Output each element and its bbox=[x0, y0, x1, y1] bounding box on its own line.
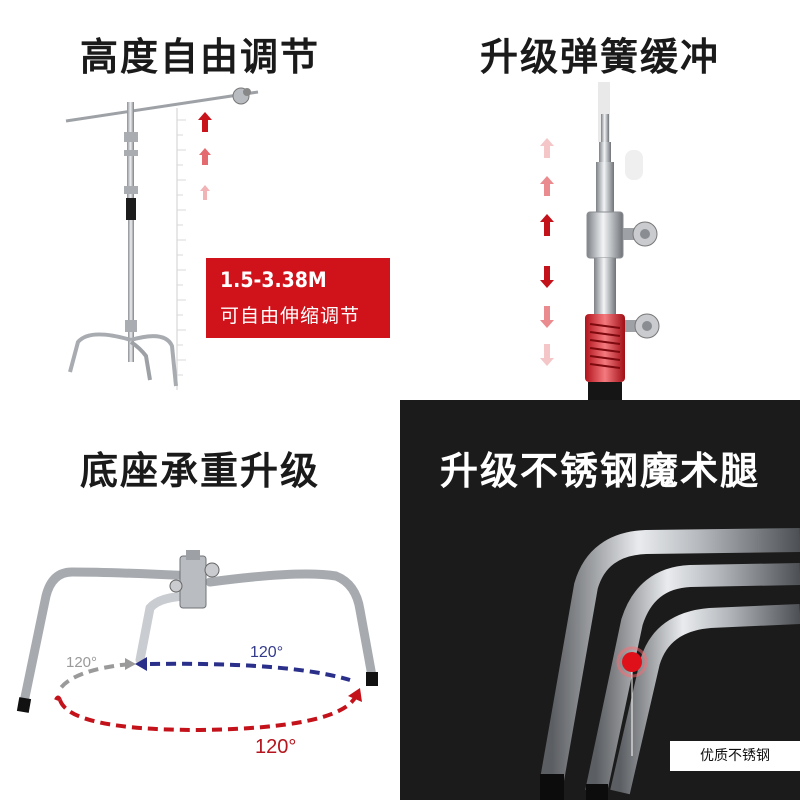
panel-stainless-legs: 升级不锈钢魔术腿 优质不锈钢 bbox=[400, 400, 800, 800]
material-label: 优质不锈钢 bbox=[670, 741, 800, 771]
panel-title: 高度自由调节 bbox=[79, 35, 320, 79]
turtle-base-illustration bbox=[16, 550, 378, 733]
panel-title: 底座承重升级 bbox=[79, 449, 320, 493]
panel-title: 升级弹簧缓冲 bbox=[479, 35, 720, 79]
height-description: 可自由伸缩调节 bbox=[220, 305, 361, 327]
up-arrows-icon bbox=[198, 112, 212, 200]
rotation-diagram bbox=[54, 657, 362, 733]
height-spec-badge: 1.5-3.38M 可自由伸缩调节 bbox=[206, 258, 390, 338]
c-stand-illustration bbox=[65, 87, 259, 390]
panel-divider bbox=[397, 0, 403, 400]
panel-spring-cushion: 升级弹簧缓冲 bbox=[400, 0, 800, 400]
angle-label-bottom: 120° bbox=[255, 736, 297, 758]
highlight-marker-icon bbox=[622, 652, 642, 672]
panel-base-load: 底座承重升级 bbox=[0, 400, 400, 800]
spring-column-illustration bbox=[540, 82, 660, 400]
up-down-arrows-icon bbox=[540, 138, 554, 366]
panel-title: 升级不锈钢魔术腿 bbox=[439, 449, 760, 493]
height-range: 1.5-3.38M bbox=[220, 268, 327, 292]
angle-label-left: 120° bbox=[66, 654, 98, 671]
angle-label-top: 120° bbox=[250, 644, 284, 661]
panel-height-adjustment: 高度自由调节 bbox=[0, 0, 400, 400]
stainless-legs-closeup bbox=[540, 528, 800, 800]
